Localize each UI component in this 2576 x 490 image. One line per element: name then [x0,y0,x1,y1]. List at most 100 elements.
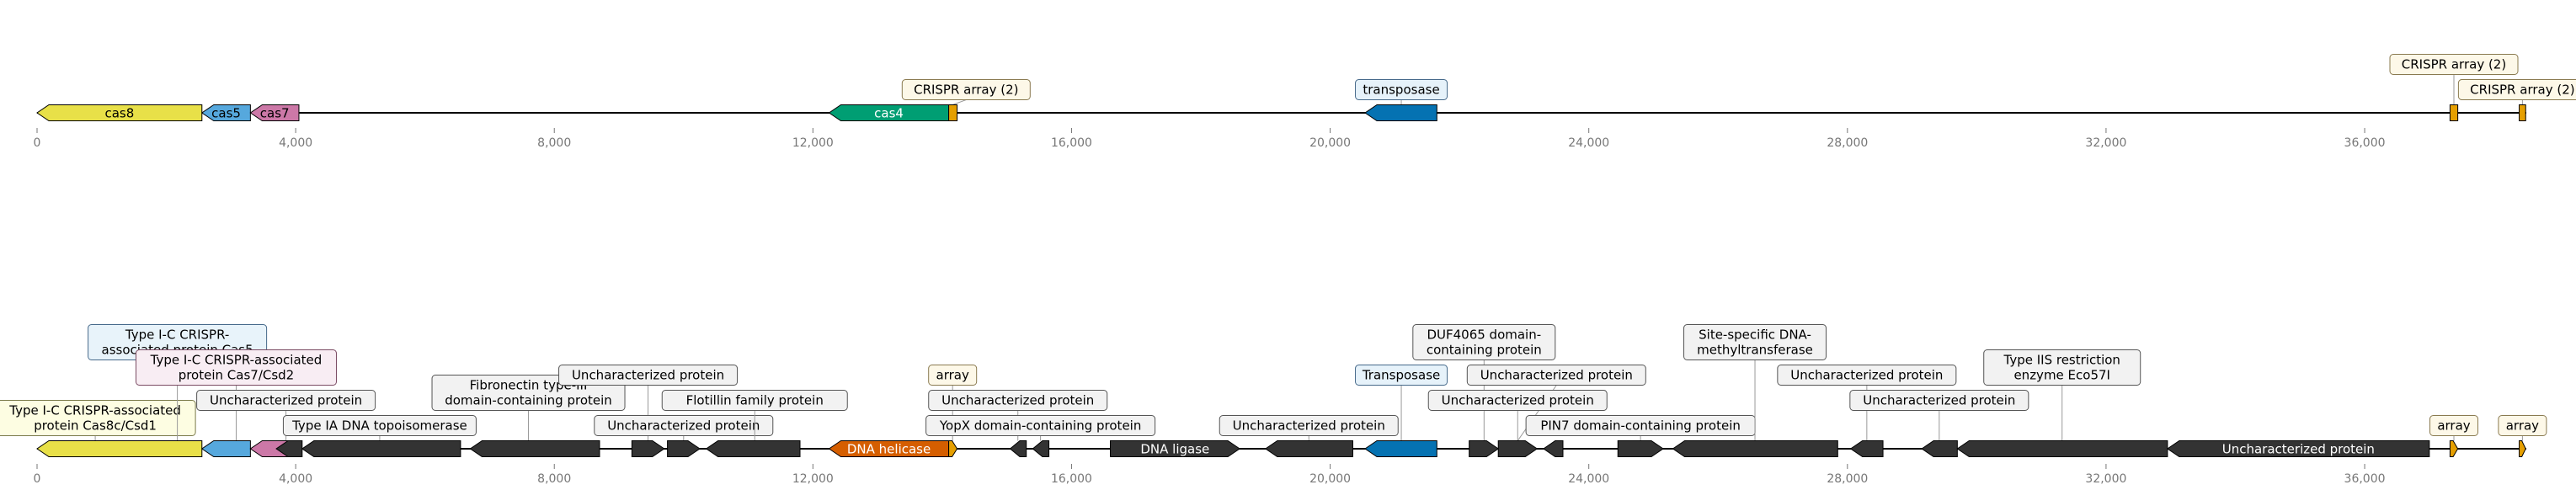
feature-label-box [1355,79,1448,100]
gene-label: cas5 [211,106,241,121]
gene-arrow [36,104,203,121]
feature-label-box [2429,415,2479,436]
gene-arrow [1672,440,1838,457]
feature-label: CRISPR array (2) [2470,83,2574,98]
gene-label: cas7 [260,106,290,121]
feature-label: Type IA DNA topoisomerase [291,418,467,434]
gene-arrow [1110,440,1240,457]
feature-label-box [1219,415,1399,436]
axis-tick-label: 8,000 [537,136,571,150]
feature-label: array [2506,418,2539,434]
feature-label: Uncharacterized protein [1480,368,1633,383]
feature-label: CRISPR array (2) [914,83,1018,98]
feature-label: Uncharacterized protein [572,368,724,383]
axis-tick-label: 12,000 [792,136,834,150]
gene-arrow [1956,440,2168,457]
gene-arrow [1617,440,1664,457]
axis-tick-label: 4,000 [279,136,312,150]
feature-label-box [925,415,1156,436]
genome-track-bottom: 0 4,000 8,000 12,000 16,000 20,000 24,000 28,00… [0,324,2547,486]
feature-label: Uncharacterized protein [607,418,760,434]
feature-label-box [2498,415,2547,436]
gene-arrow [948,440,958,457]
feature-label-box [135,349,337,386]
feature-label-box [0,400,196,436]
feature-label-box [1849,390,2029,411]
feature-label-box [2457,79,2576,100]
feature-label: Uncharacterized protein [210,393,362,408]
axis-tick-label: 36,000 [2344,472,2386,486]
gene-arrow [1009,440,1027,457]
feature-label-box [1412,324,1556,360]
feature-label-box [1355,365,1448,386]
gene-arrow [1364,104,1437,121]
feature-label-box [1777,365,1957,386]
feature-label: Site-specific DNA-methyltransferase [1697,328,1813,358]
feature-label: Uncharacterized protein [1863,393,2015,408]
gene-arrow [1849,440,1884,457]
axis-tick-label: 32,000 [2085,472,2126,486]
feature-label-box [661,390,848,411]
feature-label: Uncharacterized protein [1233,418,1385,434]
axis-tick-label: 0 [34,136,41,150]
axis-tick-label: 16,000 [1051,472,1092,486]
gene-arrow [301,440,461,457]
gene-arrow [1497,440,1539,457]
feature-label: Transposase [1362,368,1440,383]
axis-tick-label: 28,000 [1827,472,1868,486]
axis-tick-label: 24,000 [1568,136,1609,150]
axis-tick-label: 36,000 [2344,136,2386,150]
feature-label-box [1683,324,1827,360]
feature-label: array [936,368,969,383]
gene-arrow [2449,104,2459,121]
feature-label-box [2389,54,2519,75]
feature-label-box [282,415,477,436]
gene-arrow [631,440,665,457]
gene-arrow [1032,440,1050,457]
feature-label: YopX domain-containing protein [939,418,1141,434]
gene-label: cas4 [874,106,904,121]
gene-arrow [2449,440,2459,457]
axis-tick-label: 32,000 [2085,136,2126,150]
gene-arrow [1364,440,1437,457]
feature-label: Flotillin family protein [686,393,824,408]
gene-arrow [2166,440,2430,457]
axis-tick-label: 12,000 [792,472,834,486]
gene-arrow [1264,440,1353,457]
axis-tick-label: 28,000 [1827,136,1868,150]
axis-tick-label: 16,000 [1051,136,1092,150]
axis-tick-label: 20,000 [1309,472,1351,486]
feature-label: transposase [1363,83,1439,98]
gene-arrow [1469,440,1500,457]
gene-arrow [2519,440,2526,457]
gene-label: cas8 [104,106,134,121]
gene-arrow [667,440,701,457]
feature-label: CRISPR array (2) [2402,57,2506,72]
feature-label: DUF4065 domain-containing protein [1427,328,1542,358]
gene-arrow [705,440,801,457]
gene-arrow [1921,440,1958,457]
feature-label: Uncharacterized protein [1442,393,1594,408]
gene-arrow [275,440,303,457]
feature-label-box [928,390,1108,411]
axis-tick-label: 20,000 [1309,136,1351,150]
axis-tick-label: 8,000 [537,472,571,486]
feature-label-box [901,79,1031,100]
axis-tick-label: 4,000 [279,472,312,486]
axis-tick-label: 0 [34,472,41,486]
gene-arrow [469,440,600,457]
gene-arrow [200,104,251,121]
gene-label: DNA ligase [1140,442,1209,457]
axis-tick-label: 24,000 [1568,472,1609,486]
feature-label-box [558,365,739,386]
feature-label-box [1427,390,1608,411]
feature-label: array [2437,418,2470,434]
gene-arrow [948,104,958,121]
genome-track-top: 0 4,000 8,000 12,000 16,000 20,000 24,000 28,00… [34,54,2576,150]
feature-label-box [1983,349,2141,386]
